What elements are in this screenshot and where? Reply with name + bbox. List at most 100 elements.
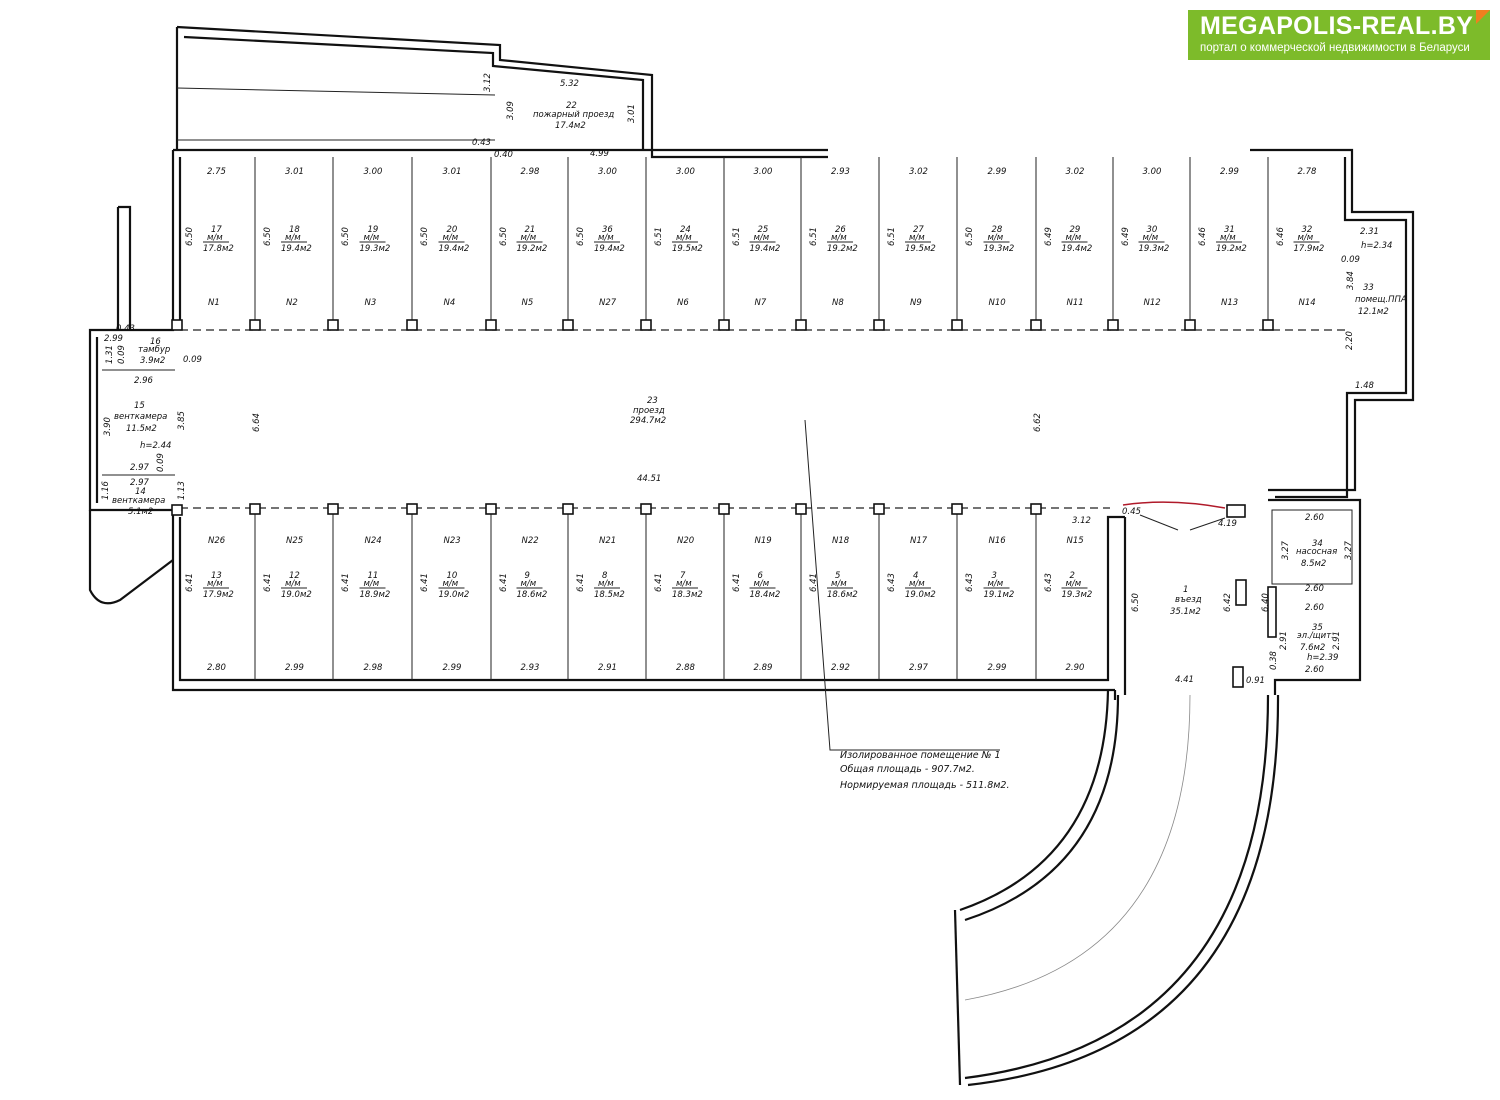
cell-depth-dim: 6.51	[887, 227, 897, 246]
cell-depth-dim: 6.41	[732, 573, 742, 592]
room-area: 5.1м2	[128, 507, 153, 517]
area-suffix: м2	[846, 590, 858, 600]
column	[1226, 504, 1246, 518]
cell-area: 18.6м2	[517, 590, 548, 600]
parking-spot-number: N25	[286, 536, 303, 546]
dim: 5.32	[560, 79, 579, 89]
cell-unit-label: м/м	[831, 233, 847, 243]
room-entry: 0.45 4.19 3.12 1 въезд 35.1м2 6.50 6.42 …	[1072, 504, 1277, 688]
room-area: 3.9м2	[140, 356, 165, 366]
cell-width-dim: 2.80	[207, 663, 226, 673]
cell-area: 19.3м2	[1062, 590, 1093, 600]
cell-depth-dim: 6.41	[576, 573, 586, 592]
cell-room-number: 29	[1070, 225, 1081, 235]
area-suffix: м2	[691, 590, 703, 600]
dim: 6.62	[1033, 413, 1043, 432]
room-number: 1	[1183, 585, 1188, 595]
cell-width-dim: 2.93	[831, 167, 850, 177]
parking-spot-number: N14	[1299, 298, 1316, 308]
door-swing	[1189, 517, 1226, 531]
area-suffix: м2	[300, 244, 312, 254]
column	[249, 503, 261, 515]
cell-width-dim: 3.00	[754, 167, 773, 177]
note-total-area: Общая площадь - 907.7м2.	[840, 764, 975, 775]
cell-depth-dim: 6.43	[965, 573, 975, 592]
cell-room-number: 13	[211, 571, 222, 581]
cell-depth-dim: 6.46	[1276, 226, 1286, 246]
cell-width-dim: 3.00	[1143, 167, 1162, 177]
column	[951, 503, 963, 515]
area-suffix: м2	[1080, 244, 1092, 254]
cell-area: 19.3м2	[360, 244, 391, 254]
cell-unit-label: м/м	[676, 579, 692, 589]
parking-spot-number: N7	[755, 298, 767, 308]
dim: 6.64	[252, 413, 262, 432]
room-number: 22	[566, 101, 577, 111]
column	[485, 319, 497, 331]
area-suffix: м2	[222, 244, 234, 254]
dim: 0.09	[183, 355, 202, 365]
parking-spot-number: N2	[286, 298, 298, 308]
dim: 2.97	[130, 463, 150, 473]
megapolis-logo[interactable]: MEGAPOLIS-REAL.BY портал о коммерческой …	[1188, 10, 1490, 60]
dim: 2.60	[1305, 665, 1324, 675]
cell-depth-dim: 6.51	[732, 227, 742, 246]
column	[795, 503, 807, 515]
cell-unit-label: м/м	[909, 579, 925, 589]
building-walls	[88, 25, 1415, 751]
cell-area: 19.0м2	[281, 590, 312, 600]
room-number: 15	[134, 401, 145, 411]
dim: 2.99	[104, 334, 123, 344]
room-number: 23	[647, 396, 658, 406]
cell-width-dim: 2.91	[598, 663, 617, 673]
cell-width-dim: 3.01	[443, 167, 462, 177]
column	[562, 319, 574, 331]
room-area: 11.5м2	[126, 424, 157, 434]
door-swing	[1139, 514, 1179, 531]
dim: 3.27	[1344, 540, 1354, 560]
column	[485, 503, 497, 515]
cell-depth-dim: 6.41	[809, 573, 819, 592]
room-name: пожарный проезд	[533, 110, 614, 120]
room-height: h=2.44	[140, 441, 171, 451]
cell-depth-dim: 6.50	[576, 227, 586, 246]
cell-area: 19.4м2	[281, 244, 312, 254]
cell-room-number: 24	[680, 225, 691, 235]
area-suffix: м2	[457, 590, 469, 600]
pump-room-outline	[1271, 509, 1353, 585]
dim: 3.85	[177, 411, 187, 430]
dim: 4.19	[1218, 519, 1237, 529]
area-suffix: м2	[768, 244, 780, 254]
cell-depth-dim: 6.43	[887, 573, 897, 592]
dim: 2.60	[1305, 513, 1324, 523]
cell-unit-label: м/м	[598, 233, 614, 243]
